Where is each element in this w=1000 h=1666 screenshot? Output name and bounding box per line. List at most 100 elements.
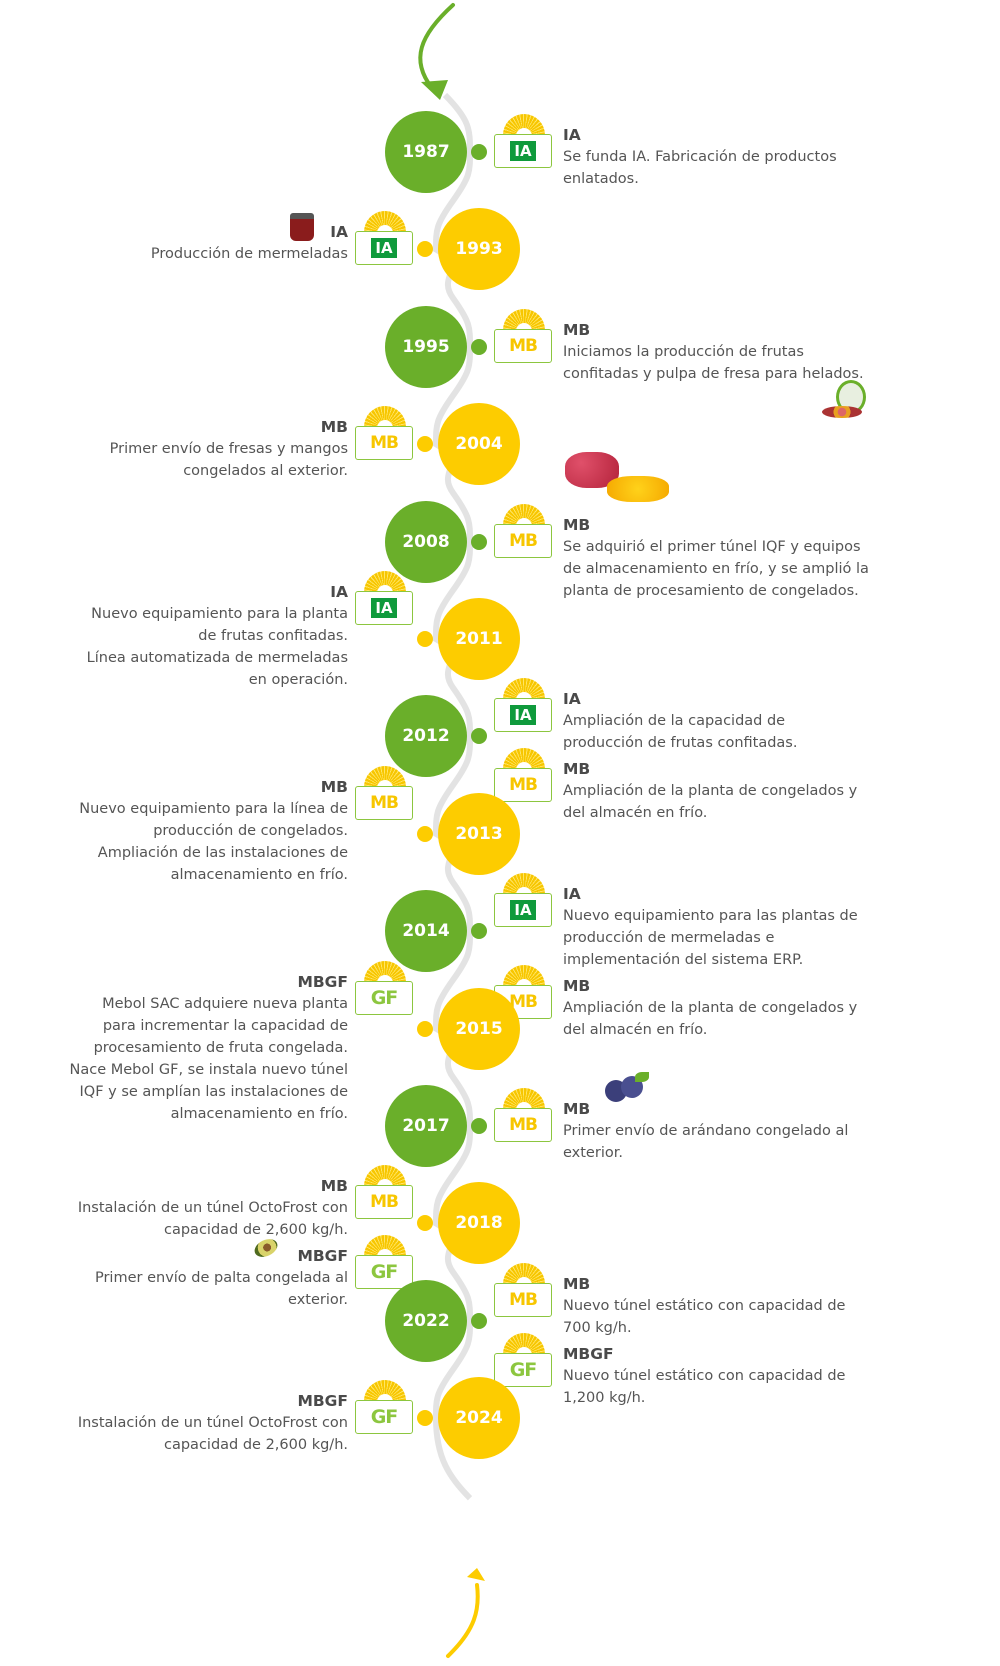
description-line: Instalación de un túnel OctoFrost con — [77, 1200, 348, 1217]
logo-box: IA — [355, 591, 413, 625]
brand-label: MBGF — [563, 1344, 614, 1363]
logo-box: IA — [355, 231, 413, 266]
blueberries-image — [605, 1072, 649, 1102]
brand-logo-mbgf: GF — [355, 1235, 415, 1291]
description-line: almacenamiento en frío. — [170, 1105, 348, 1122]
logo-box: IA — [494, 134, 552, 168]
brand-label: MB — [563, 1100, 591, 1118]
description-line: confitadas y pulpa de fresa para helados… — [563, 365, 864, 382]
description-line: procesamiento de fruta congelada. — [93, 1039, 348, 1056]
logo-mark: IA — [510, 705, 536, 726]
description-line: Iniciamos la producción de frutas — [563, 343, 804, 360]
logo-box: GF — [355, 980, 413, 1015]
description-line: capacidad de 2,600 kg/h. — [164, 1222, 348, 1239]
fruit-image — [822, 380, 868, 422]
brand-label: IA — [330, 583, 348, 601]
timeline-dot — [471, 1118, 487, 1134]
timeline-dot — [471, 533, 487, 550]
year-circle-1995: 1995 — [385, 305, 467, 388]
description-line: congelados al exterior. — [183, 463, 348, 480]
brand-label: MB — [320, 418, 348, 437]
brand-logo-ia: IA — [355, 211, 415, 267]
year-circle-2008: 2008 — [385, 500, 467, 583]
year-circle-2011: 2011 — [438, 598, 520, 680]
logo-box: GF — [355, 1255, 413, 1290]
logo-box: MB — [494, 523, 552, 558]
brand-label: MB — [563, 1274, 591, 1293]
description-line: Nuevo equipamiento para la planta — [91, 606, 348, 622]
brand-logo-mb: MB — [355, 406, 415, 462]
description-line: Nuevo túnel estático con capacidad de — [563, 1367, 846, 1384]
description-line: Nuevo túnel estático con capacidad de — [563, 1297, 846, 1314]
description-line: de almacenamiento en frío, y se amplió l… — [563, 560, 869, 577]
description-line: IQF y se amplían las instalaciones de — [79, 1083, 348, 1100]
sunburst-icon — [364, 406, 406, 429]
sunburst-icon — [503, 1332, 545, 1355]
timeline-dot — [417, 241, 433, 258]
sunburst-icon — [364, 960, 406, 983]
sunburst-icon — [503, 1262, 545, 1285]
description-line: Ampliación de las instalaciones de — [97, 844, 348, 861]
start-arrow-icon — [418, 3, 455, 100]
brand-label: MBGF — [297, 972, 348, 991]
brand-label: MB — [563, 760, 591, 779]
jam-jar-image — [290, 213, 314, 241]
brand-logo-ia: IA — [494, 114, 554, 170]
description-line: Se funda IA. Fabricación de productos — [563, 149, 837, 165]
description-line: producción de frutas confitadas. — [563, 735, 798, 752]
timeline-dot — [471, 728, 487, 745]
logo-mark: GF — [509, 1358, 538, 1381]
year-circle-2015: 2015 — [438, 987, 520, 1070]
brand-logo-mbgf: GF — [355, 1380, 415, 1436]
logo-mark: IA — [510, 141, 536, 161]
brand-logo-mb: MB — [494, 1262, 554, 1319]
description-line: Ampliación de la planta de congelados y — [563, 783, 858, 800]
description-line: Nuevo equipamiento para las plantas de — [563, 908, 858, 925]
logo-mark: MB — [509, 992, 538, 1013]
timeline-dot — [471, 1312, 487, 1329]
description-line: planta de procesamiento de congelados. — [563, 582, 859, 599]
description-line: Nace Mebol GF, se instala nuevo túnel — [69, 1061, 348, 1078]
logo-box: MB — [494, 1282, 552, 1317]
year-circle-2017: 2017 — [385, 1085, 467, 1167]
sunburst-icon — [503, 748, 545, 771]
sunburst-icon — [503, 873, 545, 896]
year-circle-2012: 2012 — [385, 695, 467, 778]
timeline-dot — [417, 631, 433, 647]
logo-box: MB — [355, 426, 413, 461]
sunburst-icon — [364, 1235, 406, 1258]
logo-box: MB — [355, 785, 413, 820]
logo-box: IA — [494, 893, 552, 928]
timeline-dot — [417, 825, 433, 842]
logo-mark: GF — [370, 1406, 399, 1429]
brand-logo-mb: MB — [494, 308, 554, 365]
logo-box: MB — [494, 768, 552, 803]
description-line: implementación del sistema ERP. — [563, 952, 804, 969]
logo-box: IA — [494, 698, 552, 733]
description-line: producción de congelados. — [153, 822, 348, 839]
sunburst-icon — [503, 308, 545, 331]
logo-box: GF — [355, 1400, 413, 1435]
timeline-dot — [471, 144, 487, 160]
description-line: Instalación de un túnel OctoFrost con — [77, 1415, 348, 1432]
event-item: MBGF Nuevo túnel estático con capacidad d… — [563, 1343, 903, 1409]
brand-logo-mb: MB — [355, 765, 415, 822]
brand-label: IA — [563, 690, 581, 709]
brand-label: MB — [563, 320, 591, 339]
brand-label: MBGF — [297, 1247, 348, 1266]
